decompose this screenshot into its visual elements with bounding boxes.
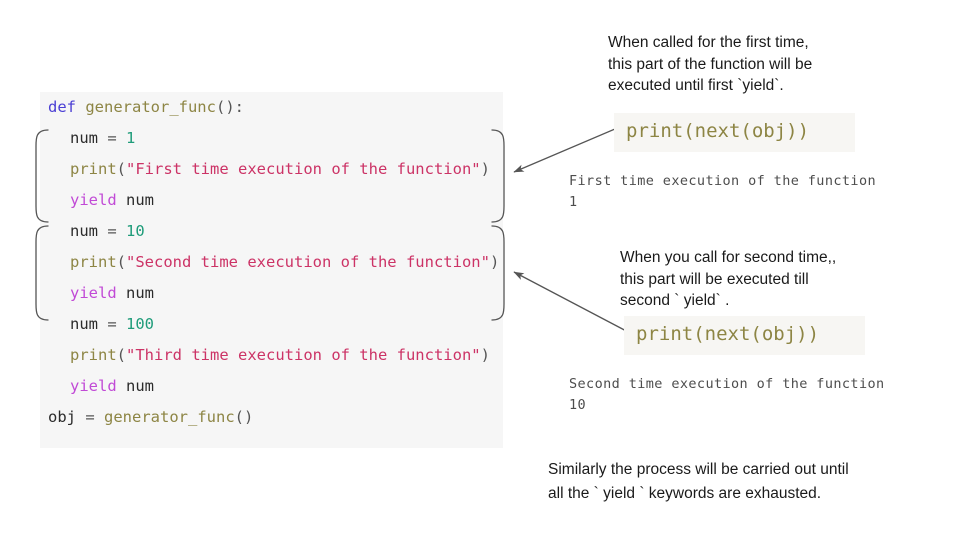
code-token-yield: yield xyxy=(70,377,126,395)
code-token-punct: ) xyxy=(480,346,490,364)
code-line-1: def generator_func(): xyxy=(40,92,503,123)
code-token-fn: generator_func xyxy=(85,98,216,116)
code-line-9: print("Third time execution of the funct… xyxy=(40,340,503,371)
first-call-console-output: First time execution of the function 1 xyxy=(569,173,876,210)
code-line-8: num = 100 xyxy=(40,309,503,340)
code-token-punct: = xyxy=(85,408,104,426)
code-token-punct: ( xyxy=(116,253,127,271)
code-token-str: "Third time execution of the function" xyxy=(126,346,481,364)
code-token-plain: num xyxy=(126,284,154,302)
code-line-11: obj = generator_func() xyxy=(40,402,503,433)
code-token-yield: yield xyxy=(70,191,126,209)
code-token-punct: ) xyxy=(489,253,500,271)
closing-note: Similarly the process will be carried ou… xyxy=(548,461,849,502)
second-call-code-snippet: print(next(obj)) xyxy=(624,316,865,355)
code-token-punct: () xyxy=(234,408,254,426)
code-line-5: num = 10 xyxy=(40,216,503,247)
code-token-punct: ) xyxy=(480,160,490,178)
code-token-punct: = xyxy=(107,222,126,240)
first-call-note: When called for the first time, this par… xyxy=(608,34,813,94)
code-token-plain: obj xyxy=(48,408,86,426)
code-token-plain: num xyxy=(70,129,108,147)
code-token-num: 100 xyxy=(126,315,154,333)
code-token-kw: def xyxy=(48,98,86,116)
code-token-fn: generator_func xyxy=(104,408,235,426)
code-token-punct: ( xyxy=(116,160,127,178)
code-token-punct: = xyxy=(107,129,126,147)
code-line-6: print("Second time execution of the func… xyxy=(40,247,503,278)
code-token-punct: ( xyxy=(116,346,127,364)
code-line-10: yield num xyxy=(40,371,503,402)
code-token-str: "Second time execution of the function" xyxy=(126,253,490,271)
code-token-plain: num xyxy=(70,222,108,240)
code-token-punct: (): xyxy=(215,98,244,116)
code-token-fn: print xyxy=(70,253,117,271)
code-line-2: num = 1 xyxy=(40,123,503,154)
code-token-fn: print xyxy=(70,160,117,178)
code-token-plain: num xyxy=(126,191,154,209)
code-token-yield: yield xyxy=(70,284,126,302)
first-call-code-snippet: print(next(obj)) xyxy=(614,113,855,152)
code-token-str: "First time execution of the function" xyxy=(126,160,481,178)
code-token-num: 10 xyxy=(126,222,145,240)
code-token-plain: num xyxy=(70,315,108,333)
second-call-note: When you call for second time,, this par… xyxy=(620,249,837,309)
code-token-fn: print xyxy=(70,346,117,364)
second-call-console-output: Second time execution of the function 10 xyxy=(569,376,885,413)
code-token-punct: = xyxy=(107,315,126,333)
code-line-7: yield num xyxy=(40,278,503,309)
code-token-plain: num xyxy=(126,377,154,395)
code-line-3: print("First time execution of the funct… xyxy=(40,154,503,185)
code-line-4: yield num xyxy=(40,185,503,216)
code-token-num: 1 xyxy=(126,129,136,147)
